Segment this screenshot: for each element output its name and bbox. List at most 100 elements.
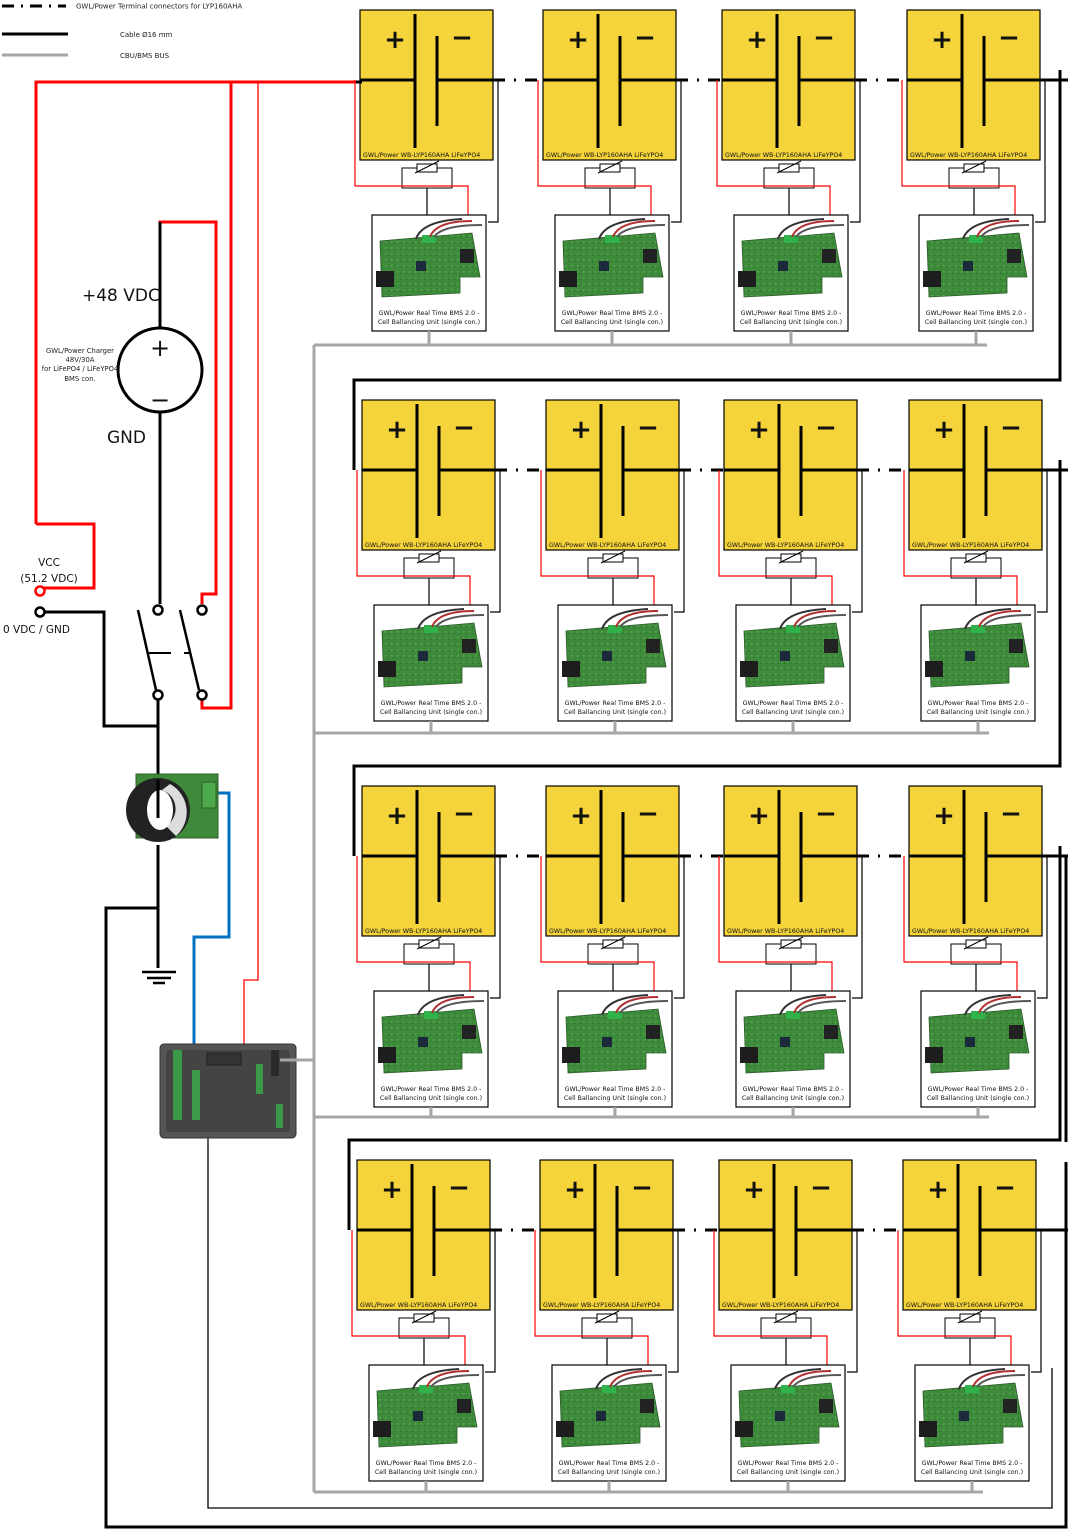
battery-cell: +−GWL/Power WB-LYP160AHA LiFeYPO4GWL/Pow… (356, 399, 546, 733)
bms-cable (613, 1374, 663, 1388)
bms-terminal-block (971, 625, 985, 633)
bms-cable (791, 220, 835, 238)
bms-board-pcb (565, 1008, 667, 1074)
thermistor-icon (780, 939, 802, 949)
vcc-output-wire (36, 522, 96, 590)
minus-icon: − (815, 799, 837, 829)
bms-cable (619, 1000, 669, 1014)
bms-cable (601, 608, 649, 630)
minus-icon: − (637, 413, 659, 443)
switch-positive-wire (200, 82, 233, 710)
bms-label: GWL/Power Real Time BMS 2.0 - (381, 1086, 482, 1093)
cell-label: GWL/Power WB-LYP160AHA LiFeYPO4 (549, 928, 666, 935)
thermistor-icon (780, 553, 802, 563)
minus-icon: − (150, 386, 170, 414)
cell-body (359, 9, 494, 161)
bms-label: GWL/Power Real Time BMS 2.0 - (376, 1460, 477, 1467)
bms-cable (430, 1374, 480, 1388)
cell-label: GWL/Power WB-LYP160AHA LiFeYPO4 (363, 152, 480, 159)
bms-label: Cell Ballancing Unit (single con.) (561, 319, 663, 326)
bms-header-connector (559, 271, 577, 287)
cell-label: GWL/Power WB-LYP160AHA LiFeYPO4 (365, 928, 482, 935)
bms-header-connector (925, 1047, 943, 1063)
controller-terminal-strip (173, 1050, 182, 1120)
bms-cable (417, 994, 465, 1016)
gnd-label: 0 VDC / GND (3, 624, 70, 636)
bms-header-connector (925, 661, 943, 677)
series-link-cable (352, 460, 1062, 856)
bms-label: Cell Ballancing Unit (single con.) (742, 1095, 844, 1102)
bms-label: GWL/Power Real Time BMS 2.0 - (381, 700, 482, 707)
thermistor-icon (959, 1313, 981, 1323)
minus-icon: − (815, 413, 837, 443)
bms-header-connector (378, 661, 396, 677)
legend-label: GWL/Power Terminal connectors for LYP160… (76, 3, 242, 11)
minus-icon: − (1000, 799, 1022, 829)
bms-label: Cell Ballancing Unit (single con.) (380, 709, 482, 716)
bms-label: GWL/Power Real Time BMS 2.0 - (741, 310, 842, 317)
cell-body (902, 1159, 1037, 1311)
bms-label: Cell Ballancing Unit (single con.) (921, 1469, 1023, 1476)
controller-display (206, 1052, 242, 1066)
bms-power-transistor (824, 639, 838, 653)
bms-label: GWL/Power Real Time BMS 2.0 - (738, 1460, 839, 1467)
cell-sense-wire-positive (897, 1230, 1012, 1366)
bms-board-pcb (381, 1008, 483, 1074)
bms-terminal-block (605, 235, 619, 243)
bms-cable (779, 608, 827, 630)
cell-sense-wire-negative (850, 80, 861, 223)
cell-body (908, 785, 1043, 937)
bms-chip (778, 261, 788, 271)
cell-sense-wire-positive (540, 856, 655, 992)
thermistor-slash (414, 160, 440, 174)
current-sensor-signal-wire (192, 791, 231, 1078)
pack-negative-return-wire (104, 906, 1068, 1529)
cell-sense-wire-positive (716, 80, 831, 216)
bms-cable (978, 610, 1022, 628)
vcc-terminal[interactable] (34, 585, 46, 597)
bms-cable (429, 220, 473, 238)
cell-sense-wire-negative (490, 470, 501, 613)
output-terminals: VCC (51.2 VDC) 0 VDC / GND (3, 557, 78, 636)
bms-terminal-block (971, 1011, 985, 1019)
double-pole-switch[interactable] (136, 604, 208, 701)
legend: GWL/Power Terminal connectors for LYP160… (2, 3, 242, 60)
bms-cable (788, 1370, 832, 1388)
bms-cable (978, 996, 1022, 1014)
thermistor-slash (594, 1310, 620, 1324)
plus-icon: + (150, 334, 170, 362)
gnd-terminal[interactable] (34, 606, 46, 618)
bms-label: Cell Ballancing Unit (single con.) (380, 1095, 482, 1102)
cell-body (723, 785, 858, 937)
positive-main-wire (34, 80, 360, 524)
bms-label: GWL/Power Real Time BMS 2.0 - (565, 700, 666, 707)
bms-board-pcb (928, 1008, 1030, 1074)
bms-terminal-block (602, 1385, 616, 1393)
charger-ground-label: GND (107, 428, 146, 448)
battery-cell: +−GWL/Power WB-LYP160AHA LiFeYPO4GWL/Pow… (897, 1159, 1042, 1492)
bms-label: GWL/Power Real Time BMS 2.0 - (926, 310, 1027, 317)
battery-cell: +−GWL/Power WB-LYP160AHA LiFeYPO4GWL/Pow… (718, 399, 909, 733)
bms-label: Cell Ballancing Unit (single con.) (927, 709, 1029, 716)
bms-label: Cell Ballancing Unit (single con.) (558, 1469, 660, 1476)
thermistor-slash (776, 160, 802, 174)
battery-cell: +−GWL/Power WB-LYP160AHA LiFeYPO4GWL/Pow… (537, 9, 722, 345)
thermistor-icon (602, 553, 624, 563)
bms-cable (412, 1368, 460, 1390)
minus-icon: − (810, 1173, 832, 1203)
bms-cable (619, 614, 669, 628)
legend-item-cable: Cable Ø16 mm (2, 31, 173, 39)
plus-icon: + (570, 415, 592, 445)
plus-icon: + (386, 415, 408, 445)
thermistor-slash (963, 550, 989, 564)
cell-sense-wire-positive (903, 470, 1018, 606)
cell-sense-wire-negative (488, 80, 499, 223)
bms-cable (598, 218, 646, 240)
cell-sense-wire-positive (713, 1230, 828, 1366)
controller-terminal-strip (256, 1064, 263, 1094)
controller-terminal-strip (192, 1070, 200, 1120)
bms-power-transistor (646, 1025, 660, 1039)
current-sensor-label-band (162, 784, 187, 836)
cell-label: GWL/Power WB-LYP160AHA LiFeYPO4 (549, 542, 666, 549)
